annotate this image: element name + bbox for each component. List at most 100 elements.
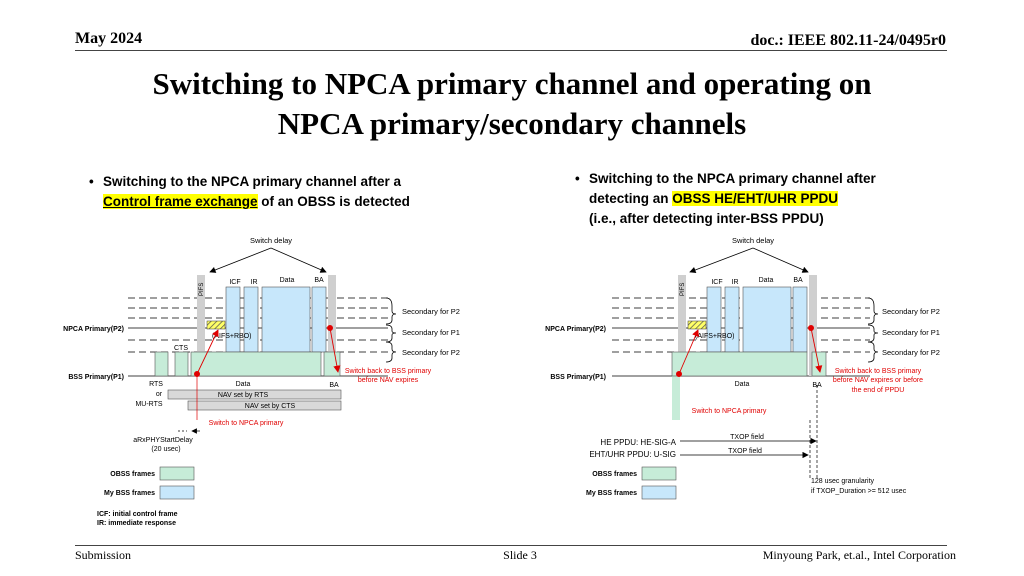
right-secondary-p2-label: Secondary for P2 [882,348,940,357]
bullet-left-highlight: Control frame exchange [103,194,258,209]
left-switch-back-label-1: Switch back to BSS primary [345,368,432,375]
left-switch-delay-arrow-b [270,247,327,273]
right-switch-back-arrow [810,327,823,373]
right-npca-primary-label: NPCA Primary(P2) [545,326,606,333]
bullet-left: • Switching to the NPCA primary channel … [89,172,483,212]
left-pifs-label: PIFS [199,283,205,296]
left-legend-mybss-swatch [159,485,195,500]
left-icf-block [225,286,241,353]
bullet-right-line-1: Switching to the NPCA primary channel af… [589,171,876,186]
left-obss-data-frame [190,351,322,377]
left-cts-label: CTS [174,345,188,352]
right-ir-label: IR [732,279,739,286]
right-obss-data-label: Data [735,381,750,388]
left-secondary-p2-label: Secondary for P2 [402,307,460,316]
left-murts-label: MU-RTS [135,401,162,408]
left-switch-back-arrow [329,327,341,373]
left-switch-point [327,325,333,331]
left-obss-data-label: Data [236,381,251,388]
note-ir: IR: immediate response [97,520,176,527]
right-brace [867,297,879,325]
left-nav-rts-label: NAV set by RTS [218,392,269,399]
right-legend-mybss-label: My BSS frames [586,490,637,497]
left-ir-block [243,286,259,353]
note-icf: ICF: initial control frame [97,511,178,518]
left-rts-label: RTS [149,381,163,388]
left-bss-primary-label: BSS Primary(P1) [68,374,124,381]
right-obss-data-frame [671,351,808,377]
left-rts-frame [154,351,169,377]
left-diagram: Switch delay Secondary for P2 Secondary … [63,236,460,527]
left-secondary-p1-label: Secondary for P1 [402,328,460,337]
left-switch-delay-arrow-a [209,247,272,273]
right-switch-delay-arrow-a [689,247,754,273]
left-aifs-label: (AIFS+RBO) [212,333,251,340]
right-switch-delay-label: Switch delay [732,236,774,245]
bullet-right-line-3: (i.e., after detecting inter-BSS PPDU) [589,211,824,226]
left-icf-label: ICF [229,279,240,286]
header-date: May 2024 [75,30,143,47]
bullet-right-highlight: OBSS HE/EHT/UHR PPDU [672,191,839,206]
left-brace [385,341,397,363]
right-diagram: Switch delay Secondary for P2 Secondary … [545,236,940,500]
slide-title: Switching to NPCA primary channel and op… [0,64,1024,144]
left-legend-obss-swatch [159,466,195,481]
right-data-label: Data [759,277,774,284]
right-icf-block [706,286,722,353]
left-switch-to-npca-label: Switch to NPCA primary [209,420,284,427]
right-aifs-label: (AIFS+RBO) [695,333,734,340]
left-switch-point [194,371,200,377]
footer-divider [75,545,947,546]
right-switch-point [808,325,814,331]
left-ba-label: BA [314,277,324,284]
footer-submission: Submission [75,548,132,562]
left-switch-to-npca-arrow [196,329,219,375]
right-legend-mybss-swatch [641,485,677,500]
left-obss-ba-label: BA [329,382,339,389]
right-switch-region [672,376,680,420]
right-ba-label: BA [793,277,803,284]
right-secondary-p2-label: Secondary for P2 [882,307,940,316]
right-ir-block [724,286,740,353]
left-legend-mybss-label: My BSS frames [104,490,155,497]
right-data-block [742,286,792,353]
left-pifs-bar [197,275,205,376]
left-nav-cts-label: NAV set by CTS [245,403,296,410]
right-obss-ba-frame [811,351,827,377]
left-arx-label-2: (20 usec) [151,446,180,453]
right-legend-obss-swatch [641,466,677,481]
right-switch-back-label-3: the end of PPDU [852,387,905,394]
right-txop-field-label: TXOP field [730,434,764,441]
right-switch-point [676,371,682,377]
right-backoff-hatch [687,320,707,330]
left-npca-primary-label: NPCA Primary(P2) [63,326,124,333]
bullet-left-text-2: of an OBSS is detected [257,194,410,209]
left-ir-label: IR [251,279,258,286]
right-he-ppdu-label: HE PPDU: HE-SIG-A [600,438,676,447]
right-pifs-label: PIFS [680,283,686,296]
bullet-dot: • [89,174,94,189]
left-arx-label-1: aRxPHYStartDelay [133,437,193,444]
right-switch-back-label-1: Switch back to BSS primary [835,368,922,375]
right-switch-to-npca-arrow [678,329,699,375]
left-cts-frame [174,351,189,377]
header-doc-id: doc.: IEEE 802.11-24/0495r0 [750,32,946,49]
footer-slide-number: Slide 3 [503,548,537,562]
left-nav-cts-bar [187,400,342,411]
right-secondary-p1-label: Secondary for P1 [882,328,940,337]
right-txop-field-label: TXOP field [728,448,762,455]
left-obss-ba-frame [323,351,341,377]
left-switch-delay-label: Switch delay [250,236,292,245]
bullet-dot: • [575,171,580,186]
right-eht-ppdu-label: EHT/UHR PPDU: U-SIG [589,450,676,459]
right-ba-block [792,286,808,353]
right-switch-to-npca-label: Switch to NPCA primary [692,408,767,415]
right-switch-back-label-2: before NAV expires or before [833,377,923,384]
right-icf-label: ICF [711,279,722,286]
right-legend-obss-label: OBSS frames [592,471,637,478]
left-backoff-hatch [206,320,226,330]
right-brace [867,324,879,343]
left-legend-obss-label: OBSS frames [110,471,155,478]
bullet-right: • Switching to the NPCA primary channel … [575,169,949,229]
